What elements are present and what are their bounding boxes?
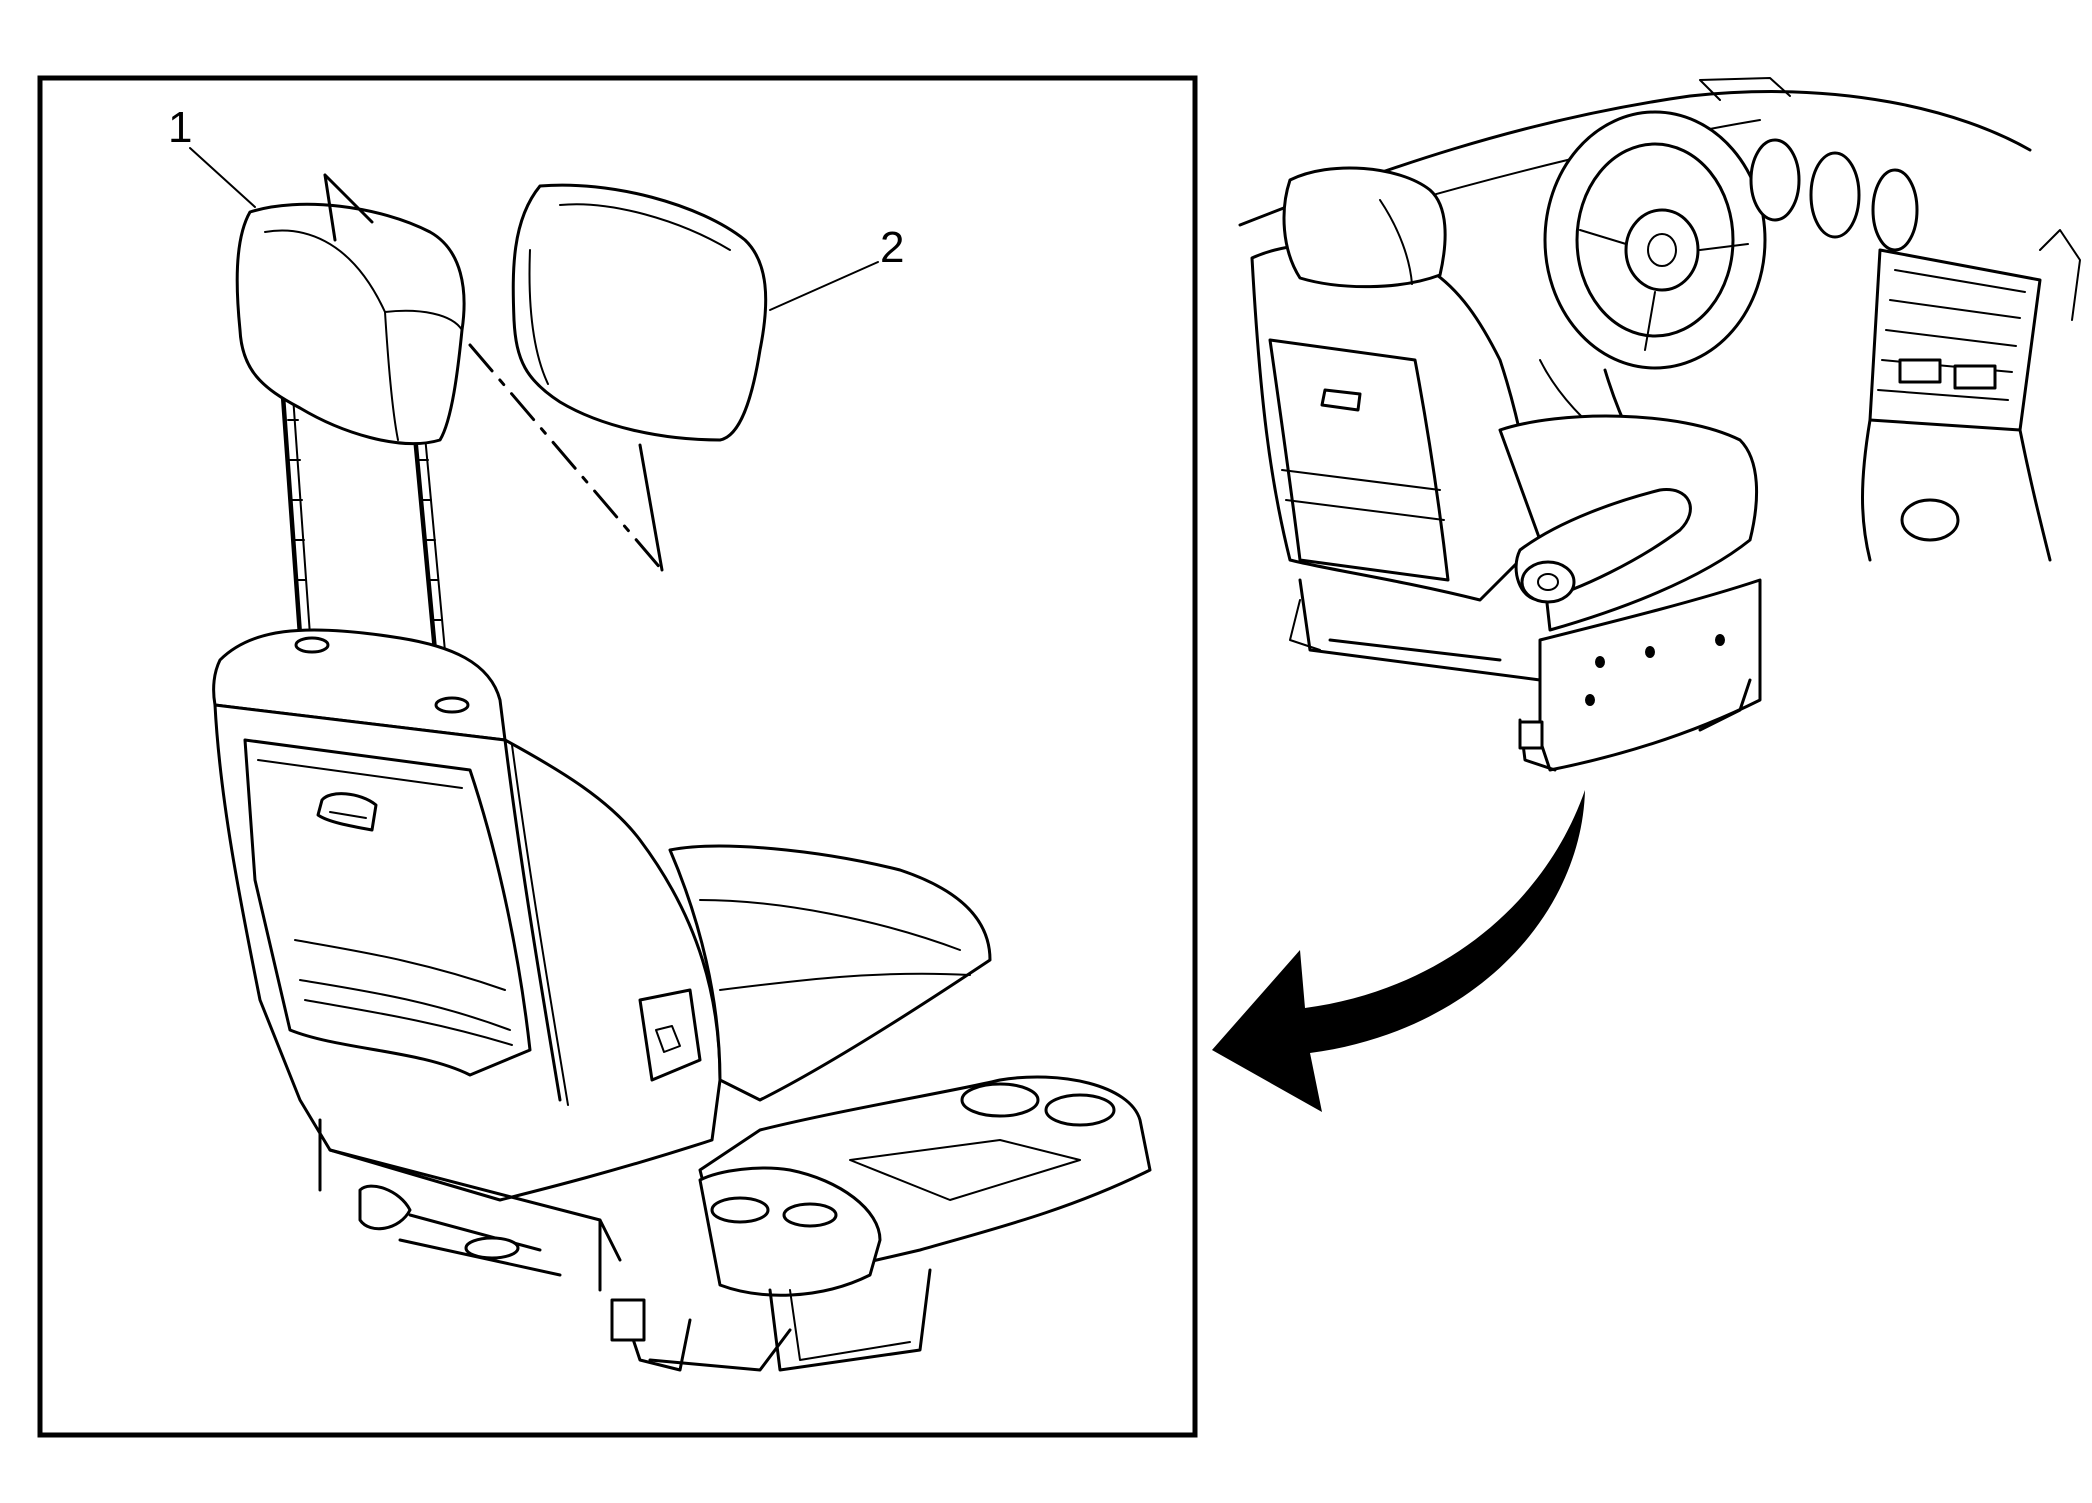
callout-2-leader: [769, 261, 879, 311]
headrest-removed: [511, 183, 768, 442]
removal-line-upper: [323, 173, 374, 242]
headrest-installed: [235, 202, 466, 708]
seat-assembly: [212, 628, 1152, 1372]
rotation-arrow: [1212, 790, 1585, 1112]
removal-line-dashed: [468, 343, 664, 572]
removal-line-solid: [638, 443, 664, 572]
callout-2-label: 2: [880, 223, 904, 272]
vehicle-interior-overview: [1238, 77, 2081, 772]
detail-frame: [37, 75, 1198, 1438]
callout-1-leader: [189, 147, 256, 208]
callout-1-label: 1: [168, 103, 192, 152]
